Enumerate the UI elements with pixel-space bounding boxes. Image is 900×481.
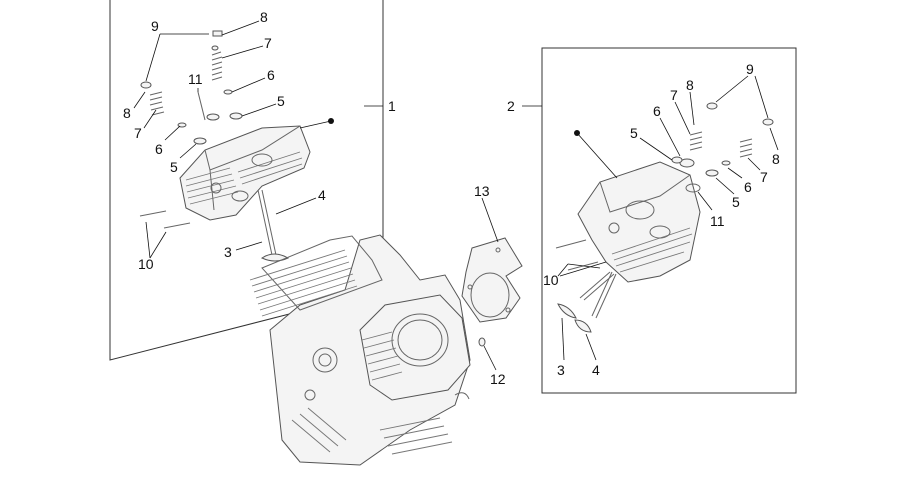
left-label-6a: 6 bbox=[267, 67, 275, 83]
engine-block-drawing bbox=[249, 234, 471, 466]
right-label-8a: 8 bbox=[686, 77, 694, 93]
gasket-label-12: 12 bbox=[490, 371, 506, 387]
cylinder-gaskets-drawing bbox=[461, 237, 523, 347]
right-label-3: 3 bbox=[557, 362, 565, 378]
left-label-11: 11 bbox=[188, 71, 203, 87]
left-label-5b: 5 bbox=[170, 159, 178, 175]
left-label-7b: 7 bbox=[134, 125, 142, 141]
left-label-5a: 5 bbox=[277, 93, 285, 109]
right-label-7b: 7 bbox=[760, 169, 768, 185]
left-label-6b: 6 bbox=[155, 141, 163, 157]
left-cylinder-head-drawing bbox=[139, 30, 334, 262]
left-label-10: 10 bbox=[138, 256, 154, 272]
left-label-9: 9 bbox=[151, 18, 159, 34]
left-label-8b: 8 bbox=[123, 105, 131, 121]
right-label-5b: 5 bbox=[732, 194, 740, 210]
left-label-7a: 7 bbox=[264, 35, 272, 51]
right-cylinder-head-drawing bbox=[555, 102, 774, 333]
left-label-4: 4 bbox=[318, 187, 326, 203]
right-callouts: 9 8 7 6 5 6 7 8 5 11 10 3 4 bbox=[543, 61, 780, 378]
gasket-label-13: 13 bbox=[474, 183, 490, 199]
left-label-3: 3 bbox=[224, 244, 232, 260]
gasket-callouts: 13 12 bbox=[474, 183, 506, 387]
right-label-4: 4 bbox=[592, 362, 600, 378]
left-callouts: 9 8 7 11 6 8 5 7 6 5 4 3 10 bbox=[123, 9, 326, 272]
right-label-6a: 6 bbox=[653, 103, 661, 119]
right-label-7a: 7 bbox=[670, 87, 678, 103]
right-label-11: 11 bbox=[710, 213, 725, 229]
right-label-5a: 5 bbox=[630, 125, 638, 141]
right-head-assembly-frame: 2 bbox=[507, 47, 797, 394]
callout-2-label: 2 bbox=[507, 98, 515, 114]
right-label-8b: 8 bbox=[772, 151, 780, 167]
right-label-6b: 6 bbox=[744, 179, 752, 195]
right-label-10: 10 bbox=[543, 272, 559, 288]
left-head-assembly-frame: 1 bbox=[109, 0, 396, 361]
right-label-9: 9 bbox=[746, 61, 754, 77]
callout-1-label: 1 bbox=[388, 98, 396, 114]
left-label-8a: 8 bbox=[260, 9, 268, 25]
